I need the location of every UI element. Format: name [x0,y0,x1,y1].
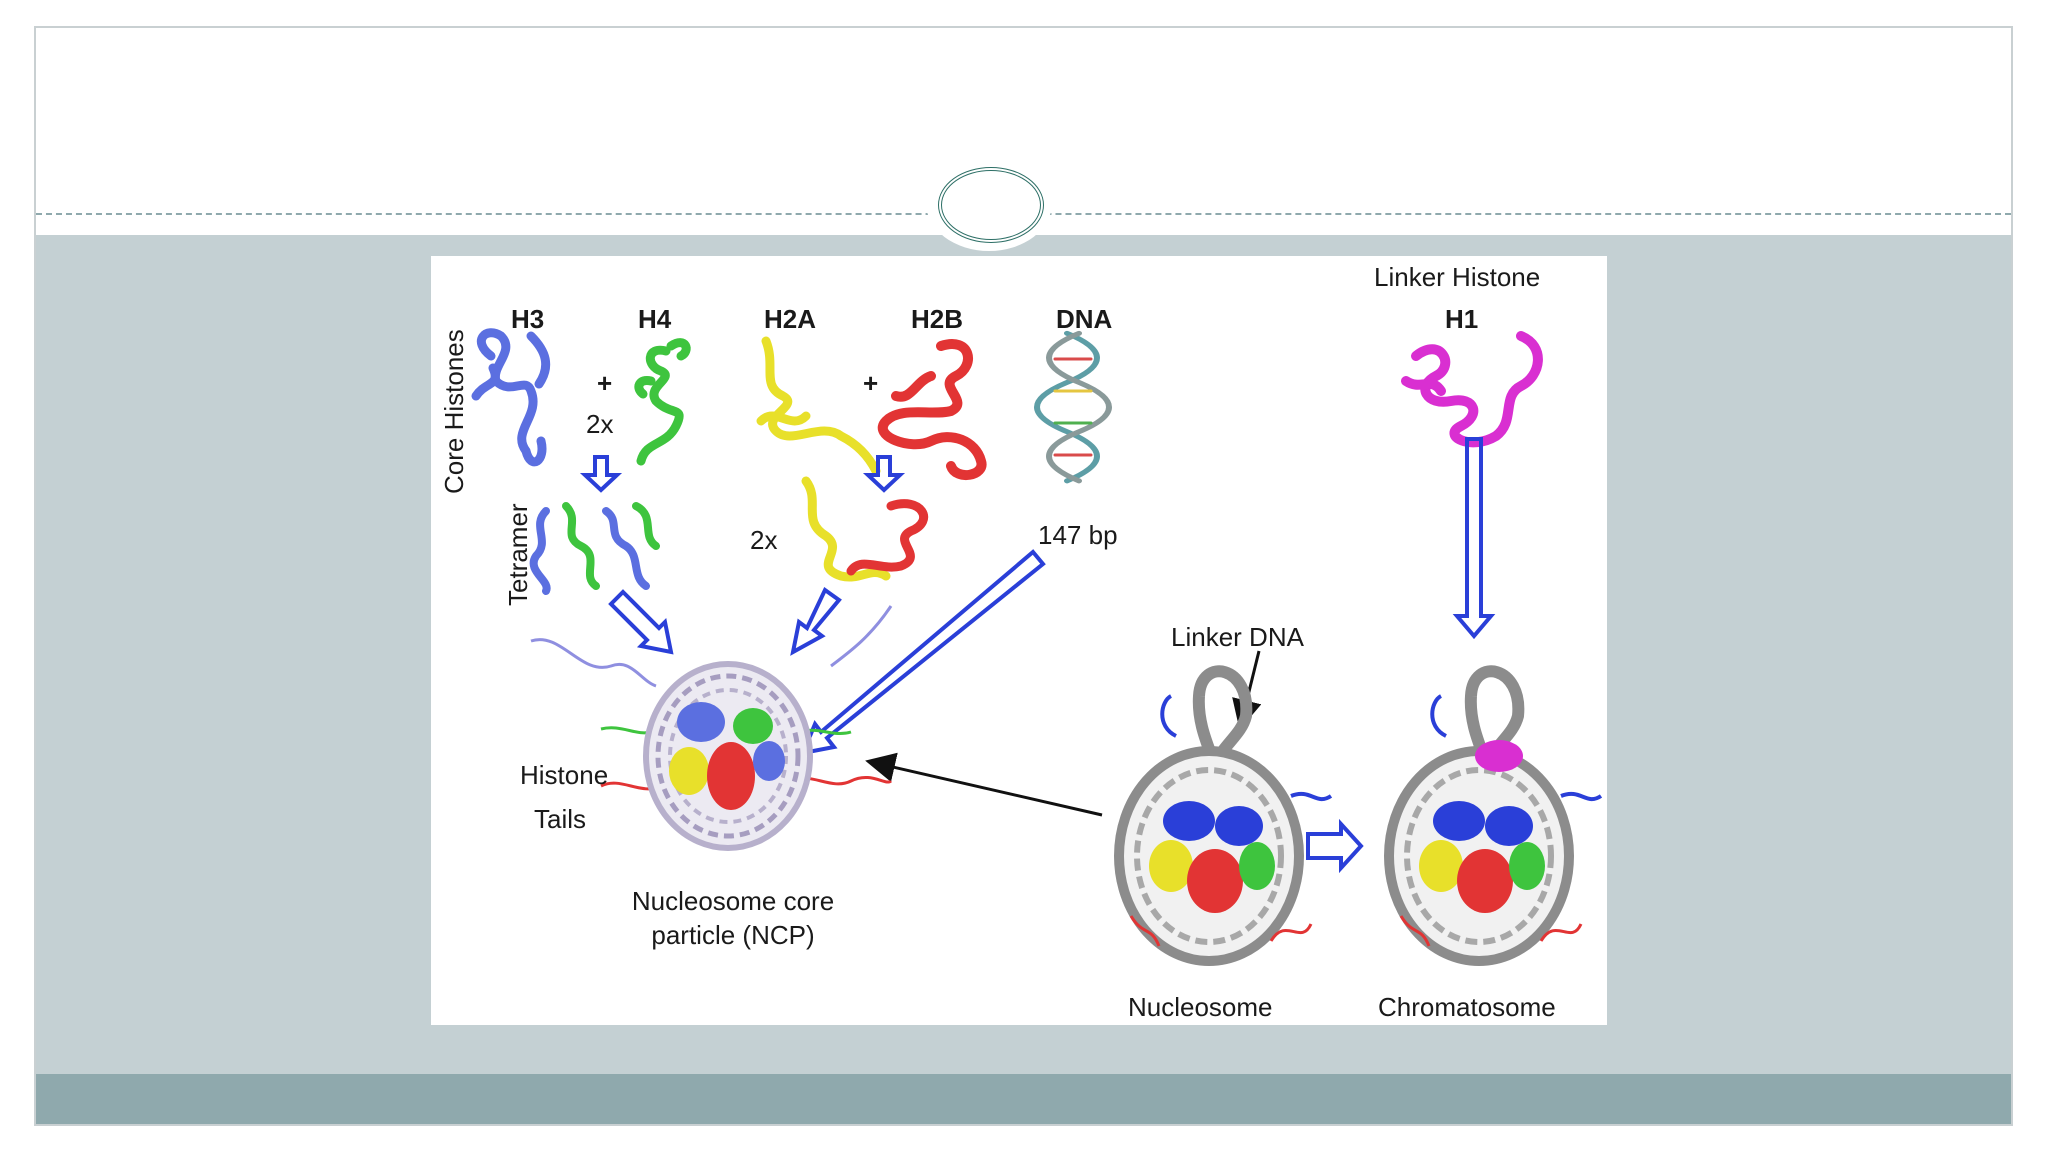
h3-protein-icon [476,333,546,462]
h3-label: H3 [511,306,544,332]
dimer-multiplier-label: 2x [750,527,777,553]
ncp-label-line2: particle (NCP) [593,922,873,948]
h2a-label: H2A [764,306,816,332]
ornament-ring-icon [926,155,1052,251]
nucleosome-assembly-figure: Core Histones Tetramer H3 H4 H2A H2B DNA… [431,256,1607,1025]
plus-sign-1: + [597,370,612,396]
chromatosome-structure-icon [1389,671,1601,961]
dna-label: DNA [1056,306,1112,332]
linker-dna-label: Linker DNA [1171,624,1304,650]
h4-protein-icon [639,343,686,461]
chromatosome-label: Chromatosome [1378,994,1556,1020]
histone-tails-label-line1: Histone [520,762,608,788]
multiplier-2x-label: 2x [586,411,613,437]
linker-histone-label: Linker Histone [1374,264,1540,290]
h1-label: H1 [1445,306,1478,332]
histone-tails-label-line2: Tails [534,806,586,832]
h1-protein-icon [1406,336,1538,442]
dimer-protein-icon [806,481,924,577]
h2b-label: H2B [911,306,963,332]
nucleosome-label: Nucleosome [1128,994,1273,1020]
h2a-protein-icon [761,341,876,471]
slide-footer-bar [36,1074,2011,1126]
h4-label: H4 [638,306,671,332]
dna-helix-icon [1037,333,1109,481]
ncp-label-line1: Nucleosome core [593,888,873,914]
nucleosome-structure-icon [1119,671,1331,961]
nucleosome-to-ncp-arrow [871,762,1102,815]
tetramer-label: Tetramer [505,503,531,606]
core-histones-label: Core Histones [441,329,467,494]
plus-sign-2: + [863,370,878,396]
tetramer-protein-icon [534,506,656,591]
h2b-protein-icon [883,344,982,475]
dna-length-label: 147 bp [1038,522,1118,548]
